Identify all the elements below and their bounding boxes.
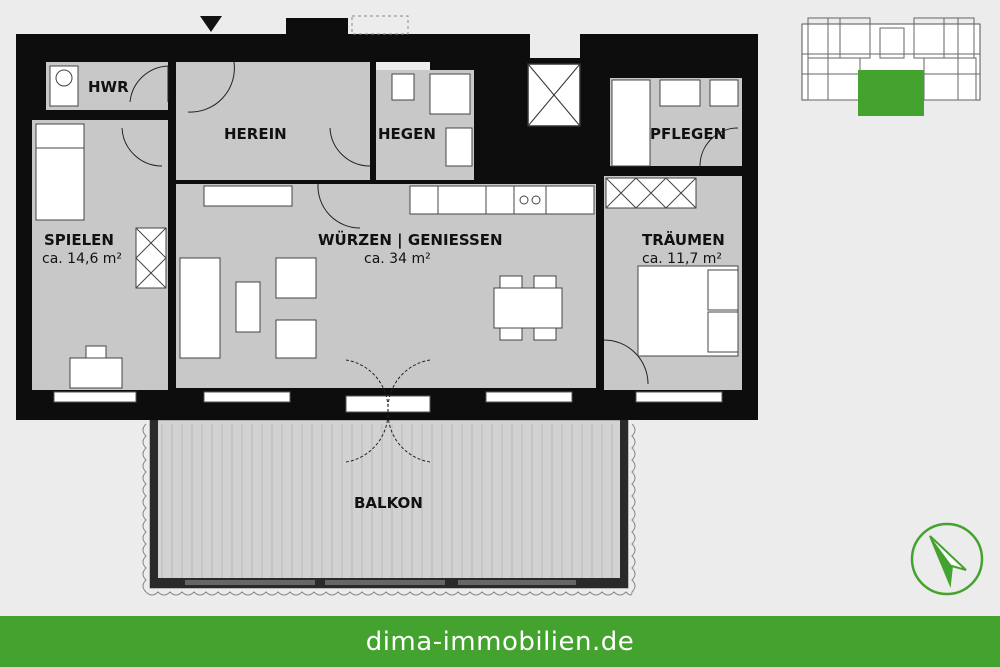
room-area-spielen: ca. 14,6 m² [42,251,122,267]
apartment-highlight [858,70,924,116]
building-key-plan [801,17,981,116]
room-label-hwr: HWR [88,78,129,96]
interior-walls [32,62,742,390]
room-label-balkon: BALKON [354,494,423,512]
footer-bar: dima-immobilien.de [0,616,1000,667]
entrance-arrow-icon [200,16,222,32]
room-label-traeumen: TRÄUMEN [642,230,725,249]
doors [121,61,739,463]
floor-plan: HWR HEREIN HEGEN PFLEGEN SPIELEN ca. 14,… [16,15,758,596]
balcony-area [142,419,636,596]
north-arrow-icon [910,522,984,596]
furniture [35,65,739,389]
shaft [527,63,581,127]
room-label-hegen: HEGEN [378,125,436,143]
website-url[interactable]: dima-immobilien.de [365,626,635,657]
room-label-pflegen: PFLEGEN [650,125,726,143]
room-area-wuerzen: ca. 34 m² [364,251,431,267]
room-area-traeumen: ca. 11,7 m² [642,251,722,267]
room-label-herein: HEREIN [224,125,287,143]
room-label-wuerzen: WÜRZEN | GENIESSEN [318,230,503,250]
room-label-spielen: SPIELEN [44,231,114,249]
